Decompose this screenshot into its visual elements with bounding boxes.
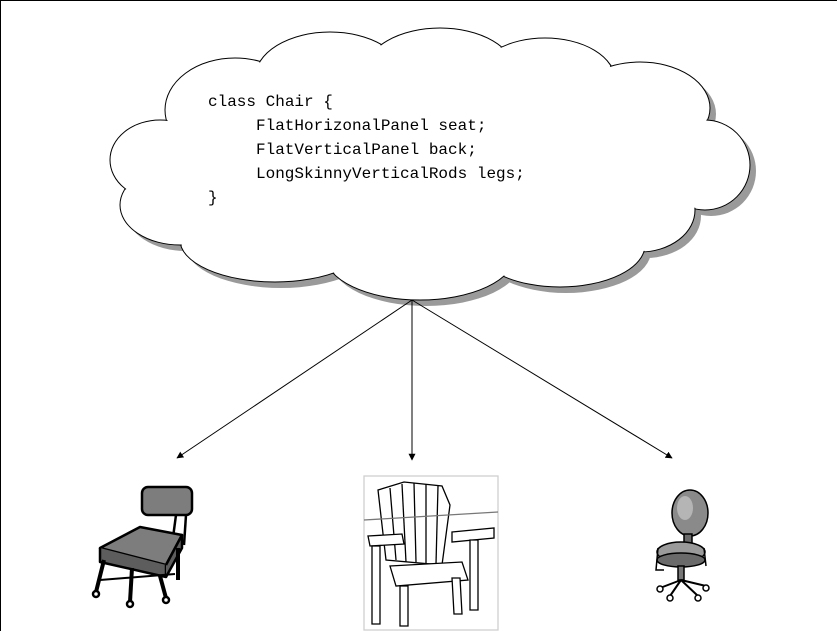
code-line-close-brace: }	[208, 189, 218, 207]
arrow-to-school-chair	[176, 299, 413, 459]
code-line-seat: FlatHorizonalPanel seat;	[256, 117, 487, 135]
cloud-interior	[111, 29, 749, 299]
code-line-class-decl: class Chair {	[208, 93, 333, 111]
adirondack-chair-icon	[363, 475, 499, 631]
class-chair-code: class Chair { FlatHorizonalPanel seat; Fla…	[208, 90, 525, 210]
office-chair-icon	[655, 489, 710, 602]
arrows	[176, 299, 673, 461]
school-chair-icon	[91, 485, 194, 609]
code-line-back: FlatVerticalPanel back;	[256, 141, 477, 159]
code-line-legs: LongSkinnyVerticalRods legs;	[256, 165, 525, 183]
arrow-to-office-chair	[411, 299, 673, 459]
